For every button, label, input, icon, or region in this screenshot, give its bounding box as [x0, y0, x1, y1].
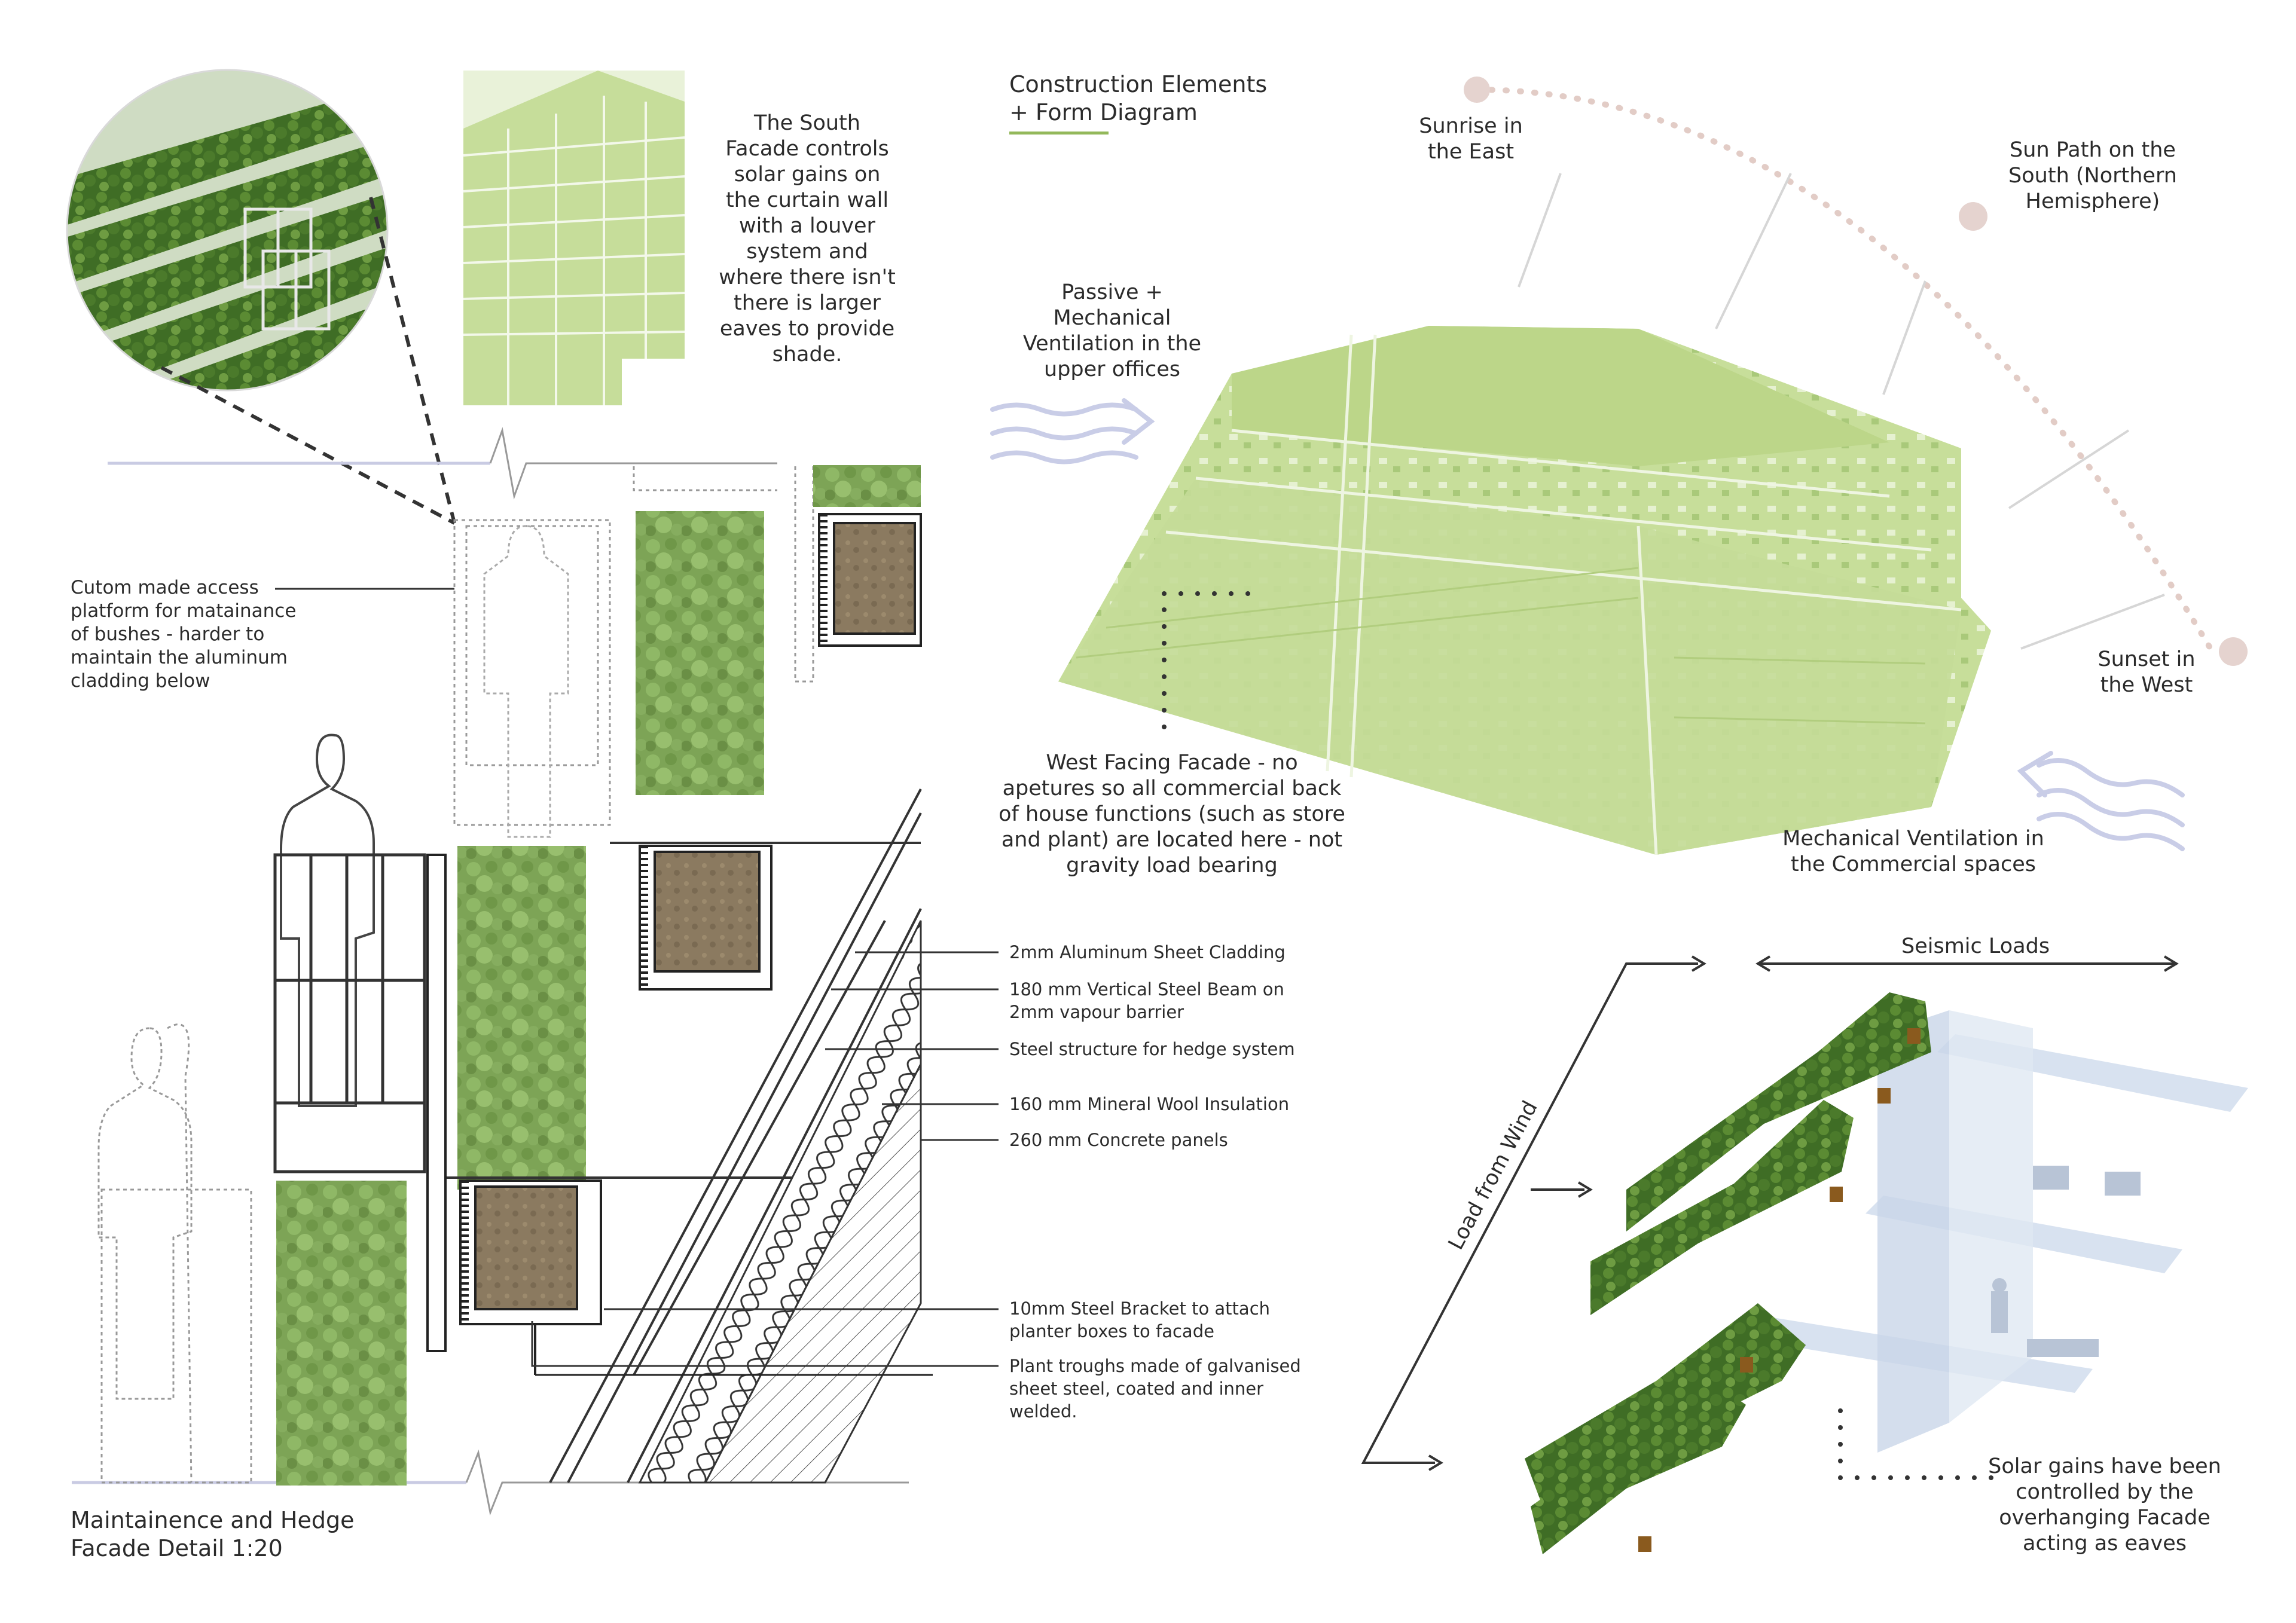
section-label-insulation: 160 mm Mineral Wool Insulation: [1009, 1094, 1290, 1114]
sun-icon: [1464, 77, 1490, 103]
sunset-label: Sunset in the West: [2097, 647, 2196, 697]
access-platform-note: Cutom made access platform for matainanc…: [71, 577, 297, 692]
sun-path-label: Sun Path on the South (Northern Hemisphe…: [2008, 138, 2177, 213]
person-icon: [97, 1027, 193, 1400]
west-facade-marker: [1162, 591, 1250, 729]
mech-ventilation-note: Mechanical Ventilation in the Commercial…: [1782, 827, 2044, 876]
facade-section-drawing: [72, 427, 933, 1516]
air-flow-icon: [2017, 751, 2185, 851]
detail-title: Maintainence and Hedge Facade Detail 1:2…: [71, 1507, 355, 1561]
person-icon: [280, 733, 375, 1107]
passive-ventilation-note: Passive + Mechanical Ventilation in the …: [1022, 280, 1202, 381]
section-label-bracket: 10mm Steel Bracket to attach planter box…: [1009, 1298, 1271, 1341]
access-platform: [273, 853, 426, 1173]
sun-path: [1464, 77, 2248, 666]
seismic-loads-label: Seismic Loads: [1901, 934, 2050, 958]
section-label-concrete: 260 mm Concrete panels: [1009, 1130, 1228, 1150]
south-facade-note: The South Facade controls solar gains on…: [719, 111, 896, 366]
air-flow-icon: [990, 398, 1155, 464]
sunrise-label: Sunrise in the East: [1419, 114, 1523, 164]
section-label-steel-beam: 180 mm Vertical Steel Beam on 2mm vapour…: [1009, 979, 1284, 1022]
sun-icon: [1959, 202, 1987, 231]
sun-icon: [2219, 637, 2248, 666]
south-facade-photo: [463, 71, 685, 405]
arrow-icon: [1361, 955, 2179, 1471]
section-label-hedge-structure: Steel structure for hedge system: [1009, 1039, 1295, 1059]
title-underline: [1009, 132, 1109, 135]
hedge-photo-circle: [66, 69, 389, 392]
solar-gains-note: Solar gains have been controlled by the …: [1988, 1454, 2221, 1555]
section-leaders: [275, 588, 999, 1367]
building-form-diagram: [1058, 326, 1991, 855]
zoom-leader-lines: [160, 197, 456, 525]
diagram-title: Construction Elements + Form Diagram: [1009, 71, 1268, 126]
person-icon: [483, 525, 569, 838]
section-label-cladding: 2mm Aluminum Sheet Cladding: [1009, 942, 1286, 962]
axonometric-facade: [1525, 992, 2248, 1554]
section-label-plant-troughs: Plant troughs made of galvanised sheet s…: [1009, 1356, 1301, 1422]
solar-gains-marker: [1838, 1408, 1993, 1480]
west-facade-note: West Facing Facade - no apetures so all …: [999, 751, 1345, 878]
